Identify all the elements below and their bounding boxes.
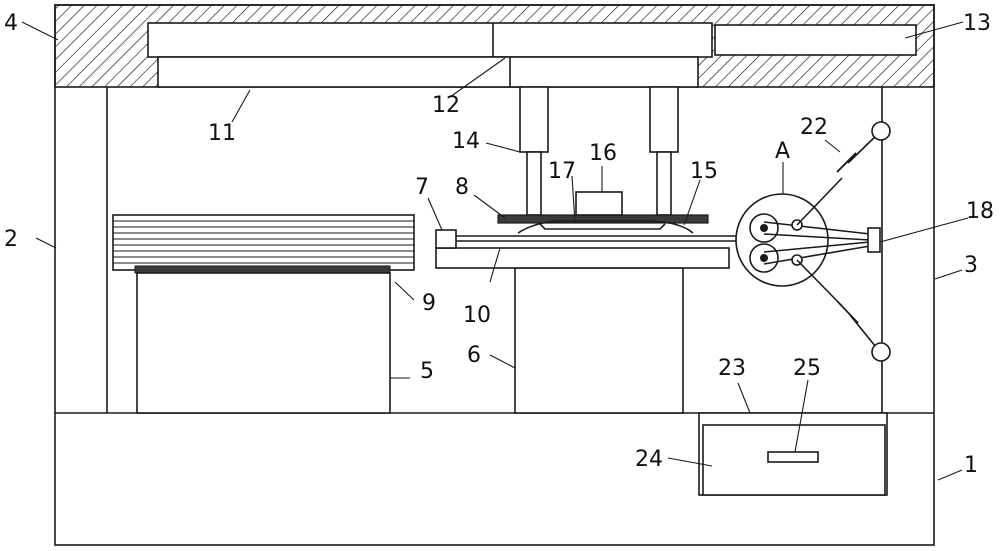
- label-14: 14: [452, 129, 480, 154]
- stopper-7: [435, 229, 457, 249]
- motor-box: [714, 24, 917, 56]
- label-6: 6: [467, 343, 481, 368]
- label-23: 23: [718, 356, 746, 381]
- label-11: 11: [208, 121, 236, 146]
- slide-block: [157, 56, 699, 88]
- label-24: 24: [635, 447, 663, 472]
- drawer-handle-25: [767, 451, 819, 463]
- label-7: 7: [415, 175, 429, 200]
- leader-lines: [21, 21, 969, 481]
- top-rail: [147, 22, 713, 58]
- suction-cup-inner: [539, 223, 666, 230]
- plate-stack: [112, 214, 415, 271]
- label-17: 17: [548, 159, 576, 184]
- label-15: 15: [690, 159, 718, 184]
- label-A: A: [775, 139, 790, 164]
- right-piston: [656, 151, 672, 216]
- hinge-block-18: [867, 227, 881, 253]
- label-4: 4: [4, 11, 18, 36]
- upper-strut: [796, 121, 891, 226]
- label-16: 16: [589, 141, 617, 166]
- label-13: 13: [963, 11, 991, 36]
- label-25: 25: [793, 356, 821, 381]
- rollers: [749, 213, 779, 273]
- label-5: 5: [420, 359, 434, 384]
- label-2: 2: [4, 227, 18, 252]
- label-22: 22: [800, 115, 828, 140]
- center-support: [514, 267, 684, 414]
- label-12: 12: [432, 93, 460, 118]
- lower-strut: [796, 259, 891, 362]
- left-piston: [526, 151, 542, 216]
- label-3: 3: [964, 253, 978, 278]
- label-18: 18: [966, 199, 994, 224]
- label-8: 8: [455, 175, 469, 200]
- label-10: 10: [463, 303, 491, 328]
- label-1: 1: [964, 453, 978, 478]
- suction-cup-outline: [517, 220, 694, 234]
- work-table: [435, 247, 730, 269]
- left-support: [136, 272, 391, 414]
- dotted-pad-9: [134, 265, 391, 274]
- sensor-block-16: [575, 191, 623, 216]
- plate-lines: [113, 220, 414, 264]
- label-9: 9: [422, 291, 436, 316]
- right-cylinder: [649, 86, 679, 153]
- left-cylinder: [519, 86, 549, 153]
